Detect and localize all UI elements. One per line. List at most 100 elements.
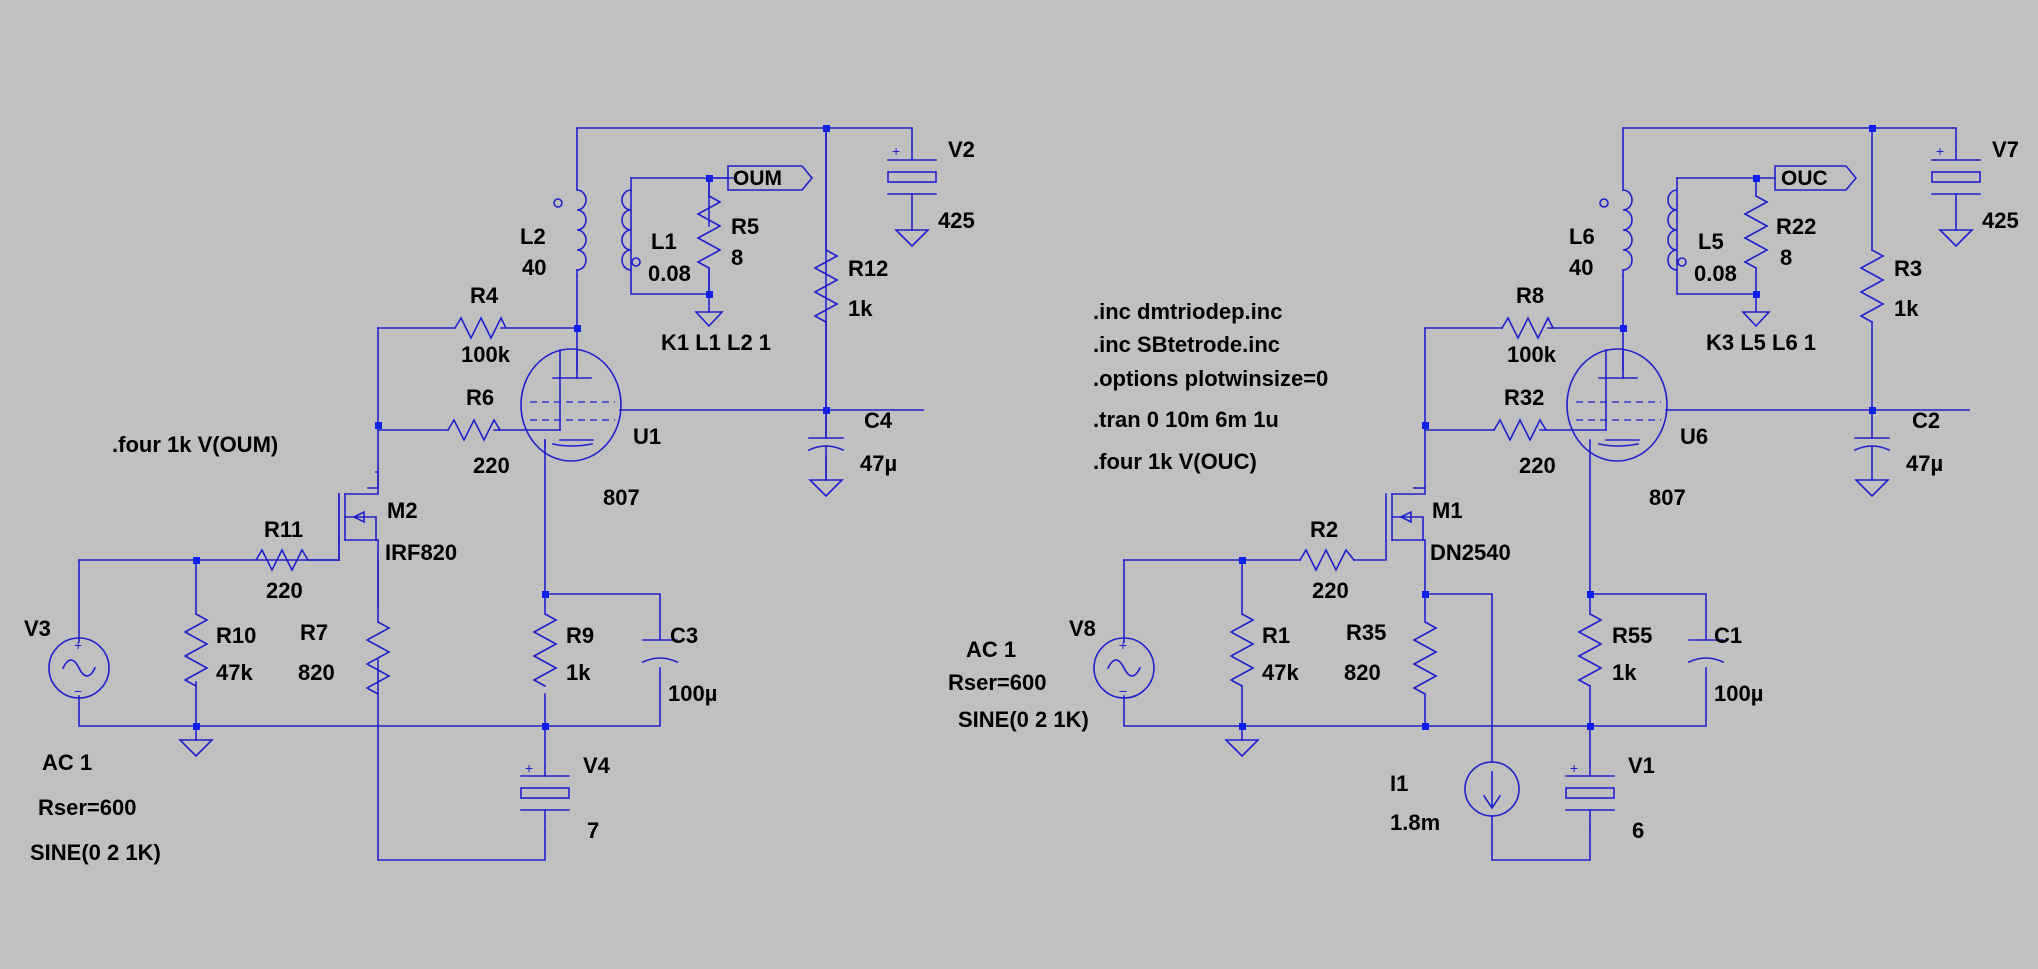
label-c3-ref: C3 [670,623,698,648]
junction [375,422,382,429]
junction [193,723,200,730]
left-circuit [48,125,937,861]
label-r12-ref: R12 [848,256,888,281]
label-u6-ref: U6 [1680,424,1708,449]
inductor-primary-symbol [1599,189,1633,277]
label-v2-ref: V2 [948,137,975,162]
label-r5-val: 8 [731,245,743,270]
resistor-screen-symbol [1859,248,1885,324]
label-r7-ref: R7 [300,620,328,645]
label-sine-v8: SINE(0 2 1K) [958,707,1089,732]
resistor-feedback-symbol [1500,316,1555,340]
resistor-grid-symbol [1492,418,1548,442]
resistor-load-symbol [1743,194,1769,270]
directive-tran: .tran 0 10m 6m 1u [1093,407,1279,432]
junction [193,557,200,564]
svg-text:−: − [74,683,82,699]
label-v1-ref: V1 [1628,753,1655,778]
label-r4-val: 100k [461,342,511,367]
mosfet-m1-symbol [1385,487,1426,541]
svg-text:+: + [74,637,82,653]
label-v4-ref: V4 [583,753,611,778]
label-l1-val: 0.08 [648,261,691,286]
capacitor-screen-symbol [807,409,845,498]
label-r32-val: 220 [1519,453,1556,478]
directive-options: .options plotwinsize=0 [1093,366,1328,391]
label-v8-ref: V8 [1069,616,1096,641]
capacitor-cathode-symbol [641,639,679,664]
net-flag-ouc [1774,165,1858,191]
capacitor-screen-symbol [1853,437,1891,498]
label-r10-val: 47k [216,660,253,685]
label-c1-val: 100µ [1714,681,1763,706]
resistor-feedback-symbol [453,316,508,340]
label-r55-ref: R55 [1612,623,1652,648]
label-m1-val: DN2540 [1430,540,1511,565]
label-r4-ref: R4 [470,283,499,308]
inductor-secondary-symbol [621,189,641,271]
signal-source-symbol [48,637,110,699]
label-c3-val: 100µ [668,681,717,706]
label-ac-v3: AC 1 [42,750,92,775]
label-sine-v3: SINE(0 2 1K) [30,840,161,865]
resistor-cathode-symbol [532,612,558,688]
label-i1-ref: I1 [1390,771,1408,796]
label-r32-ref: R32 [1504,385,1544,410]
inductor-primary-symbol [553,189,587,277]
junction [1239,723,1246,730]
resistor-gate-symbol [254,548,310,572]
label-c4-ref: C4 [864,408,893,433]
net-flag-oum [727,165,814,191]
junction [1587,723,1594,730]
label-v1-val: 6 [1632,818,1644,843]
label-v3-ref: V3 [24,616,51,641]
svg-text:+: + [1570,760,1578,776]
resistor-gate-symbol [1298,548,1356,572]
supply-battery-symbol [1931,149,1981,248]
label-r3-ref: R3 [1894,256,1922,281]
label-r9-val: 1k [566,660,591,685]
label-r22-val: 8 [1780,245,1792,270]
right-junctions [1239,125,1876,730]
junction [1239,557,1246,564]
label-l2-val: 40 [522,255,546,280]
ground-symbol [1741,311,1771,328]
junction [1422,723,1429,730]
label-u6-val: 807 [1649,485,1686,510]
svg-text:+: + [525,760,533,776]
label-r5-ref: R5 [731,214,759,239]
label-r55-val: 1k [1612,660,1637,685]
junction [1869,125,1876,132]
tube-u6-symbol [1566,348,1668,462]
label-v7-val: 425 [1982,208,2019,233]
net-label-oum: OUM [733,167,782,190]
label-r22-ref: R22 [1776,214,1816,239]
svg-text:+: + [892,143,900,159]
label-l5-ref: L5 [1698,229,1724,254]
supply-battery-symbol [887,149,937,248]
resistor-cathode-symbol [1577,612,1603,688]
directive-four-ouc: .four 1k V(OUC) [1093,449,1257,474]
label-ac-v8: AC 1 [966,637,1016,662]
svg-text:+: + [1936,143,1944,159]
svg-text:−: − [1119,683,1127,699]
label-r6-ref: R6 [466,385,494,410]
label-rser-v3: Rser=600 [38,795,136,820]
label-l6-ref: L6 [1569,224,1595,249]
label-m1-ref: M1 [1432,498,1463,523]
resistor-load-symbol [696,194,722,270]
label-coupling-k1: K1 L1 L2 1 [661,330,771,355]
label-i1-val: 1.8m [1390,810,1440,835]
junction [542,591,549,598]
right-circuit [1093,125,1981,861]
label-m2-val: IRF820 [385,540,457,565]
label-coupling-k3: K3 L5 L6 1 [1706,330,1816,355]
resistor-input-symbol [1229,612,1255,688]
junction [1753,291,1760,298]
left-labels: OUM L2 40 L1 0.08 R5 8 V2 425 R12 1k C4 … [24,137,975,865]
label-r8-val: 100k [1507,342,1557,367]
net-label-ouc: OUC [1781,167,1828,190]
label-l6-val: 40 [1569,255,1593,280]
resistor-input-symbol [183,612,209,688]
label-c2-ref: C2 [1912,408,1940,433]
